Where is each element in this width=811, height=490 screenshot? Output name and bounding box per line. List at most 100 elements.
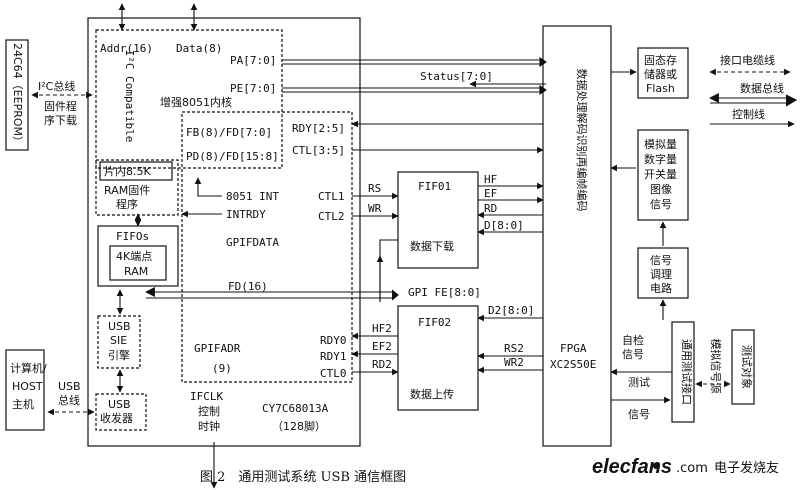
ctl-label: CTL[3:5] (292, 144, 345, 157)
signal-label-5: 信号 (650, 198, 672, 211)
fpga-function-label: 数据处理解码识别再编帧编码 (575, 69, 589, 212)
host-box (5, 349, 45, 431)
ifclk-label-1: IFCLK (190, 390, 223, 403)
conditioning-box (637, 247, 689, 299)
fifo1-dl-label: 数据下载 (410, 239, 454, 253)
onchip-box (99, 161, 173, 181)
ifclk-label-3: 时钟 (198, 419, 220, 433)
addr-label: Addr(16) (100, 42, 153, 55)
ctl1-label: CTL1 (318, 190, 345, 203)
rd2-label: RD2 (372, 358, 392, 371)
host-label-1: 计算机/ (10, 361, 47, 375)
ctl0-label: CTL0 (320, 367, 347, 380)
ep4k-label-1: 4K端点 (116, 250, 152, 263)
d80-label: D[8:0] (484, 219, 524, 232)
signal-label-3: 开关量 (644, 167, 677, 181)
wr2-label: WR2 (504, 356, 524, 369)
int8051-label: 8051 INT (226, 190, 279, 203)
eeprom-box (5, 39, 29, 151)
usb-sie-label-2: SIE (110, 334, 127, 347)
signal-label-1: 模拟量 (644, 137, 677, 151)
host-label-3: 主机 (12, 397, 34, 411)
core-label: 增强8051内核 (160, 95, 232, 109)
host-label-2: HOST (12, 380, 43, 393)
rdy1-label: RDY1 (320, 350, 347, 363)
ramfw-label-1: RAM固件 (104, 184, 150, 197)
usb-transceiver-box (95, 393, 147, 431)
signal-label-2: 数字量 (644, 152, 677, 166)
sim-source-label: 模拟信号源 (709, 339, 723, 394)
fb-label: FB(8)/FD[7:0] (186, 126, 272, 139)
hf2-label: HF2 (372, 322, 392, 335)
ef-label: EF (484, 187, 497, 200)
status-label: Status[7:0] (420, 70, 493, 83)
ep4k-label-2: RAM (124, 265, 148, 278)
usb-sie-box (97, 315, 141, 369)
i2c-bus-label: I²C总线 (38, 79, 75, 93)
selfcheck-label-1: 自检 (622, 333, 644, 347)
flash-label-1: 固态存 (644, 53, 677, 67)
gpifadr-label: GPIFADR (194, 342, 241, 355)
ctl2-label: CTL2 (318, 210, 345, 223)
fifo1-box (397, 171, 479, 269)
chip-name-label: CY7C68013A (262, 402, 329, 415)
hf-label: HF (484, 173, 497, 186)
pe-label: PE[7:0] (230, 82, 276, 95)
watermark-cn: 电子发烧友 (714, 460, 779, 476)
ef2-label: EF2 (372, 340, 392, 353)
testsig-label-1: 测试 (628, 376, 650, 389)
testsig-label-2: 信号 (628, 408, 650, 421)
ramfw-label-2: 程序 (116, 197, 138, 211)
ep4k-box (109, 245, 167, 281)
figure-caption: 图 2 通用测试系统 USB 通信框图 (200, 470, 406, 485)
ifclk-label-2: 控制 (198, 404, 220, 418)
rdy-label: RDY[2:5] (292, 122, 345, 135)
rs2-label: RS2 (504, 342, 524, 355)
watermark-site: elecfans (592, 456, 672, 478)
cond-label-3: 电路 (650, 282, 672, 295)
cond-label-2: 调理 (650, 268, 672, 281)
rdy0-label: RDY0 (320, 334, 347, 347)
pins-label: （128脚） (272, 419, 326, 433)
usb-tx-label-2: 收发器 (100, 411, 133, 425)
gpifdata-label: GPIFDATA (226, 236, 279, 249)
test-interface-label: 通用测试接口 (680, 339, 693, 405)
fpga-part-label: XC2S50E (550, 358, 596, 371)
firmware-dl-label-1: 固件程 (44, 100, 77, 113)
d2-label: D2[8:0] (488, 304, 534, 317)
data-label: Data(8) (176, 42, 222, 55)
intrdy-label: INTRDY (226, 208, 266, 221)
fifo2-label: FIF02 (418, 316, 451, 329)
watermark-logo: elecfans .com 电子发烧友 (592, 456, 779, 478)
firmware-dl-label-2: 序下载 (44, 113, 77, 127)
flash-label-3: Flash (646, 82, 675, 95)
wr-label: WR (368, 202, 382, 215)
signal-types-box (637, 129, 689, 221)
onchip-label: 片内8.5K (104, 164, 151, 178)
eeprom-label: 24C64（EEPROM） (11, 43, 24, 147)
watermark-domain: .com (676, 461, 708, 476)
usb-sie-label-3: 引擎 (108, 348, 130, 362)
flash-box (637, 47, 689, 99)
core-region (95, 29, 283, 169)
usb-sie-label-1: USB (108, 320, 131, 333)
rs-label: RS (368, 182, 381, 195)
gpife-label: GPI FE[8:0] (408, 286, 481, 299)
usb-bus-label-2: 总线 (58, 393, 80, 407)
legend-ctrl-label: 控制线 (732, 107, 765, 121)
pa-label: PA[7:0] (230, 54, 276, 67)
fpga-label: FPGA (560, 342, 587, 355)
fifos-label: FIFOs (116, 230, 149, 243)
fpga-box (542, 25, 612, 447)
fifo1-label: FIF01 (418, 180, 451, 193)
signal-label-4: 图像 (650, 183, 672, 196)
pd-label: PD(8)/FD[15:8] (186, 150, 279, 163)
legend-cable-label: 接口电缆线 (720, 53, 775, 67)
fifo2-ul-label: 数据上传 (410, 387, 454, 401)
chip-box (87, 17, 361, 447)
test-target-label: 测试对象 (740, 345, 754, 389)
legend-databus-label: 数据总线 (740, 81, 784, 95)
cond-label-1: 信号 (650, 254, 672, 267)
flash-label-2: 储器或 (644, 67, 677, 81)
